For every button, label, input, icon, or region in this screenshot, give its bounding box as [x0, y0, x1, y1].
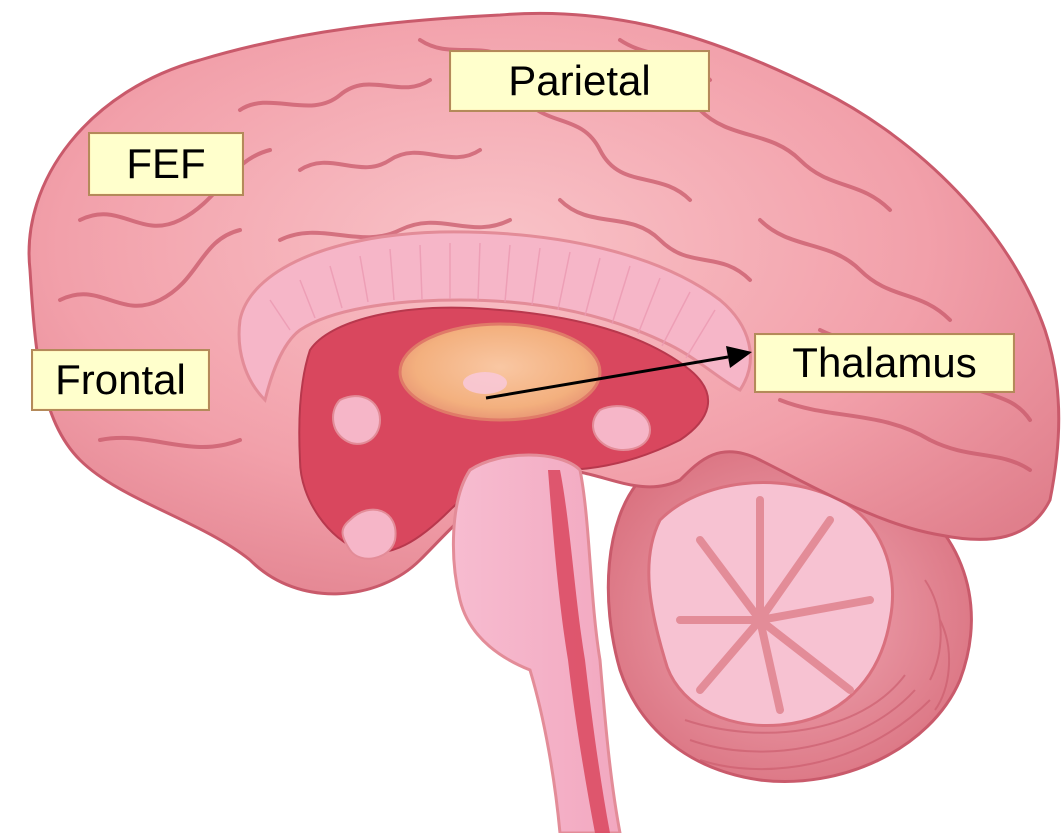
thalamus-pointer-arrow [485, 346, 752, 400]
label-thalamus-text: Thalamus [792, 339, 977, 386]
fornix [332, 395, 652, 560]
label-fef: FEF [88, 132, 244, 196]
thalamus-structure [398, 322, 602, 422]
label-parietal: Parietal [449, 50, 710, 112]
cerebellum [606, 448, 973, 783]
label-thalamus: Thalamus [754, 333, 1015, 393]
corpus-callosum [237, 230, 752, 403]
label-parietal-text: Parietal [508, 57, 651, 104]
fourth-ventricle [548, 470, 610, 833]
label-frontal-text: Frontal [55, 356, 186, 403]
corpus-callosum-fibers [269, 242, 716, 359]
brainstem [451, 453, 622, 833]
label-fef-text: FEF [126, 140, 206, 187]
label-frontal: Frontal [31, 349, 210, 411]
